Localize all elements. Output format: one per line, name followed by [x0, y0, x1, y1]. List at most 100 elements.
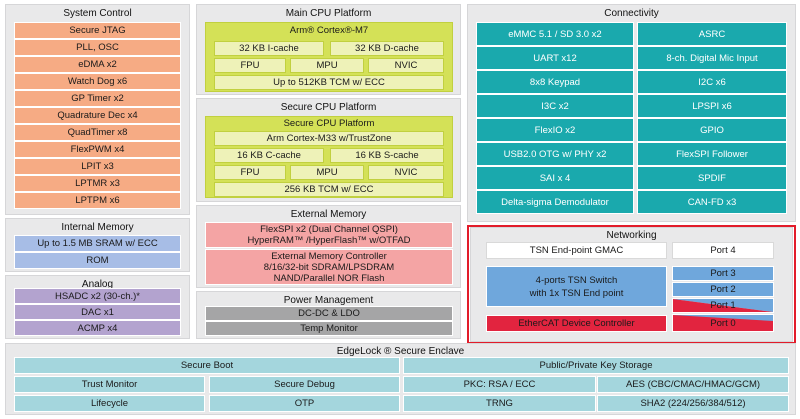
- tsn-gmac-block: TSN End-point GMAC: [486, 242, 667, 259]
- sram-block: Up to 1.5 MB SRAM w/ ECC: [14, 235, 181, 252]
- rom-block: ROM: [14, 252, 181, 269]
- digital-mic-block: 8-ch. Digital Mic Input: [637, 46, 787, 70]
- main-cpu-core-label: Arm® Cortex®-M7: [289, 25, 369, 36]
- secure-cpu-core-box: Secure CPU Platform Arm Cortex-M33 w/Tru…: [205, 116, 453, 198]
- secure-jtag-block: Secure JTAG: [14, 22, 181, 39]
- port-0-label: Port 0: [710, 318, 736, 329]
- secure-cpu-subtitle: Secure CPU Platform: [283, 118, 375, 129]
- flexspi-line-1: FlexSPI x2 (Dual Channel QSPI): [260, 224, 398, 235]
- tsn-switch-block: 4-ports TSN Switch with 1x TSN End point: [486, 266, 667, 307]
- aes-block: AES (CBC/CMAC/HMAC/GCM): [597, 376, 789, 393]
- main-tcm-block: Up to 512KB TCM w/ ECC: [214, 75, 444, 90]
- quadtimer-block: QuadTimer x8: [14, 124, 181, 141]
- secure-boot-block: Secure Boot: [14, 357, 400, 374]
- networking-title: Networking: [606, 230, 657, 241]
- lifecycle-block: Lifecycle: [14, 395, 205, 412]
- sha2-block: SHA2 (224/256/384/512): [597, 395, 789, 412]
- connectivity-title: Connectivity: [604, 8, 659, 19]
- power-management-panel: Power Management DC-DC & LDO Temp Monito…: [196, 291, 461, 339]
- secure-scache-block: 16 KB S-cache: [330, 148, 444, 163]
- main-cpu-panel: Main CPU Platform Arm® Cortex®-M7 32 KB …: [196, 4, 461, 95]
- i2c-block: I2C x6: [637, 70, 787, 94]
- power-management-title: Power Management: [283, 295, 374, 306]
- system-control-panel: System Control Secure JTAG PLL, OSC eDMA…: [5, 4, 190, 215]
- flexio-block: FlexIO x2: [476, 118, 634, 142]
- lptpm-block: LPTPM x6: [14, 192, 181, 209]
- port-1-block: Port 1: [672, 298, 774, 313]
- secure-mpu-block: MPU: [290, 165, 364, 180]
- tsn-switch-line-2: with 1x TSN End point: [529, 287, 624, 299]
- port-2-block: Port 2: [672, 282, 774, 297]
- delta-sigma-block: Delta-sigma Demodulator: [476, 190, 634, 214]
- lpit-block: LPIT x3: [14, 158, 181, 175]
- main-dcache-block: 32 KB D-cache: [330, 41, 444, 56]
- watchdog-block: Watch Dog x6: [14, 73, 181, 90]
- sai-block: SAI x 4: [476, 166, 634, 190]
- flexspi-block: FlexSPI x2 (Dual Channel QSPI) HyperRAM™…: [205, 222, 453, 248]
- analog-title: Analog: [81, 279, 114, 290]
- acmp-block: ACMP x4: [14, 320, 181, 336]
- ethercat-block: EtherCAT Device Controller: [486, 315, 667, 332]
- external-memory-title: External Memory: [290, 209, 367, 220]
- keypad-block: 8x8 Keypad: [476, 70, 634, 94]
- main-icache-block: 32 KB I-cache: [214, 41, 324, 56]
- emc-line-1: External Memory Controller: [271, 250, 387, 262]
- internal-memory-panel: Internal Memory Up to 1.5 MB SRAM w/ ECC…: [5, 218, 190, 272]
- gp-timer-block: GP Timer x2: [14, 90, 181, 107]
- gpio-block: GPIO: [637, 118, 787, 142]
- dcdc-ldo-block: DC-DC & LDO: [205, 306, 453, 321]
- trng-block: TRNG: [403, 395, 596, 412]
- main-cpu-core-box: Arm® Cortex®-M7 32 KB I-cache 32 KB D-ca…: [205, 22, 453, 92]
- secure-fpu-block: FPU: [214, 165, 286, 180]
- main-fpu-block: FPU: [214, 58, 286, 73]
- tsn-switch-line-1: 4-ports TSN Switch: [535, 274, 618, 286]
- flexspi-follower-block: FlexSPI Follower: [637, 142, 787, 166]
- port-0-block: Port 0: [672, 314, 774, 332]
- internal-memory-title: Internal Memory: [61, 222, 134, 233]
- i3c-block: I3C x2: [476, 94, 634, 118]
- secure-cpu-title: Secure CPU Platform: [280, 102, 377, 113]
- spdif-block: SPDIF: [637, 166, 787, 190]
- trust-monitor-block: Trust Monitor: [14, 376, 205, 393]
- main-cpu-title: Main CPU Platform: [285, 8, 372, 19]
- emmc-sd-block: eMMC 5.1 / SD 3.0 x2: [476, 22, 634, 46]
- secure-ccache-block: 16 KB C-cache: [214, 148, 324, 163]
- port-0-split-shape: [673, 315, 773, 331]
- dac-block: DAC x1: [14, 304, 181, 320]
- external-memory-panel: External Memory FlexSPI x2 (Dual Channel…: [196, 205, 461, 288]
- main-nvic-block: NVIC: [368, 58, 444, 73]
- emc-line-2: 8/16/32-bit SDRAM/LPSDRAM: [263, 261, 395, 273]
- pkc-block: PKC: RSA / ECC: [403, 376, 596, 393]
- flexpwm-block: FlexPWM x4: [14, 141, 181, 158]
- edma-block: eDMA x2: [14, 56, 181, 73]
- connectivity-panel: Connectivity eMMC 5.1 / SD 3.0 x2 UART x…: [467, 4, 796, 222]
- temp-monitor-block: Temp Monitor: [205, 321, 453, 336]
- secure-debug-block: Secure Debug: [209, 376, 400, 393]
- uart-block: UART x12: [476, 46, 634, 70]
- key-storage-block: Public/Private Key Storage: [403, 357, 789, 374]
- usb-otg-block: USB2.0 OTG w/ PHY x2: [476, 142, 634, 166]
- port-1-split-shape: [673, 299, 773, 312]
- flexspi-line-2: HyperRAM™ /HyperFlash™ w/OTFAD: [247, 235, 411, 246]
- can-fd-block: CAN-FD x3: [637, 190, 787, 214]
- lptmr-block: LPTMR x3: [14, 175, 181, 192]
- edgelock-title: EdgeLock ® Secure Enclave: [336, 346, 465, 357]
- lpspi-block: LPSPI x6: [637, 94, 787, 118]
- networking-highlight-frame: [467, 225, 796, 344]
- external-memory-controller-block: External Memory Controller 8/16/32-bit S…: [205, 249, 453, 285]
- edgelock-panel: EdgeLock ® Secure Enclave Secure Boot Pu…: [5, 343, 796, 415]
- asrc-block: ASRC: [637, 22, 787, 46]
- main-mpu-block: MPU: [290, 58, 364, 73]
- port-3-block: Port 3: [672, 266, 774, 281]
- hsadc-block: HSADC x2 (30-ch.)*: [14, 288, 181, 304]
- secure-core-block: Arm Cortex-M33 w/TrustZone: [214, 131, 444, 146]
- emc-line-3: NAND/Parallel NOR Flash: [273, 272, 385, 284]
- networking-panel: Networking TSN End-point GMAC Port 4 4-p…: [470, 227, 793, 342]
- port-4-block: Port 4: [672, 242, 774, 259]
- quadrature-dec-block: Quadrature Dec x4: [14, 107, 181, 124]
- secure-nvic-block: NVIC: [368, 165, 444, 180]
- otp-block: OTP: [209, 395, 400, 412]
- analog-panel: Analog HSADC x2 (30-ch.)* DAC x1 ACMP x4: [5, 275, 190, 339]
- pll-osc-block: PLL, OSC: [14, 39, 181, 56]
- secure-tcm-block: 256 KB TCM w/ ECC: [214, 182, 444, 197]
